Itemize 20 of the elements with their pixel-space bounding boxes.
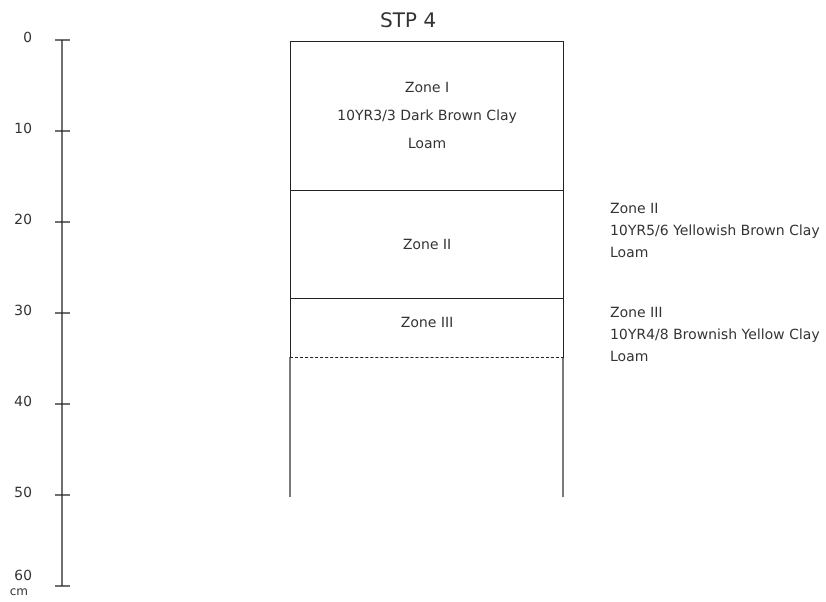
zone-description: 10YR4/8 Brownish Yellow Clay Loam bbox=[610, 326, 821, 367]
tick-label: 20 bbox=[13, 212, 32, 228]
tick-label: 40 bbox=[13, 394, 32, 410]
zone-name: Zone II bbox=[610, 200, 660, 219]
tick-label: 50 bbox=[13, 485, 32, 501]
tick-label: 60 bbox=[13, 568, 32, 584]
tick-label: 30 bbox=[13, 303, 32, 319]
zone-description: 10YR5/6 Yellowish Brown Clay Loam bbox=[610, 222, 821, 263]
unit-label: cm bbox=[8, 584, 28, 598]
tick-label: 10 bbox=[13, 121, 32, 137]
title: STP 4 bbox=[380, 8, 436, 32]
tick-label: 0 bbox=[22, 30, 32, 46]
soil-zone-box bbox=[290, 298, 564, 358]
soil-zone-box bbox=[290, 41, 564, 190]
zone-name: Zone III bbox=[610, 304, 664, 323]
zone-name: Zone I bbox=[404, 79, 450, 98]
zone-name: Zone II bbox=[402, 236, 452, 254]
zone-name: Zone III bbox=[400, 314, 454, 333]
zone-description: 10YR3/3 Dark Brown Clay Loam bbox=[336, 107, 518, 154]
soil-zone-box bbox=[290, 190, 564, 298]
